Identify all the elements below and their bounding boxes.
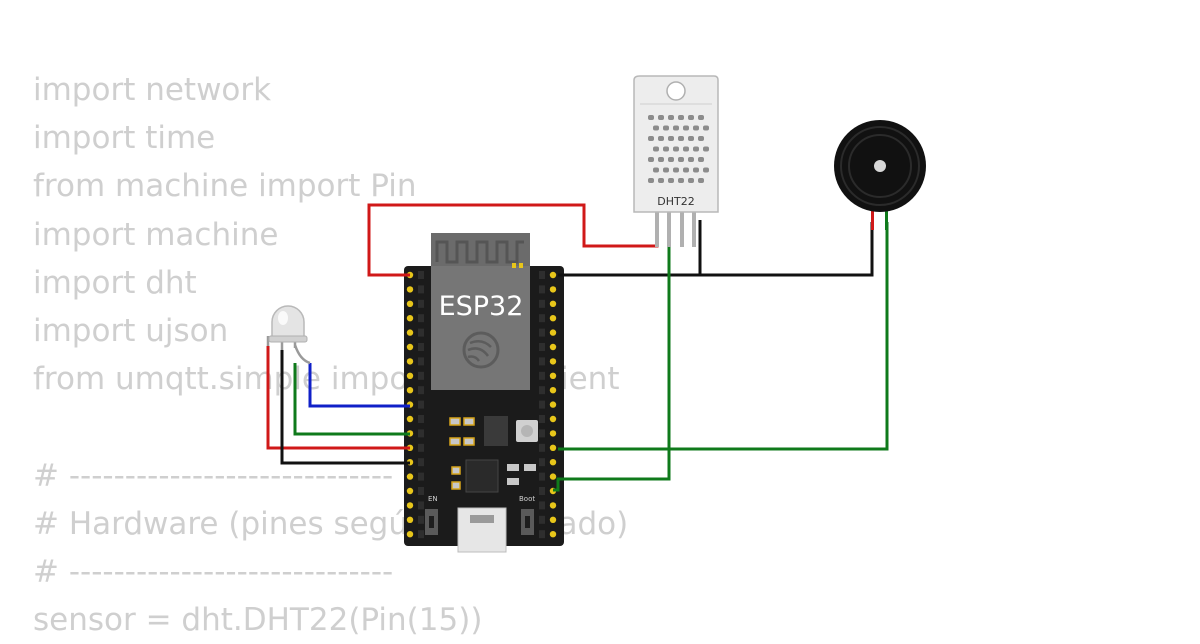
- code-line: import dht: [33, 264, 197, 301]
- chip-label: ESP32: [439, 291, 524, 322]
- pin-pad[interactable]: [406, 329, 414, 336]
- espressif-logo-icon: [462, 331, 500, 369]
- wire-gnd-buzzer: [558, 222, 874, 277]
- pin-header-left: [406, 271, 424, 539]
- antenna-trace: [435, 240, 524, 264]
- wire-led-gnd: [280, 350, 410, 465]
- sensor-case: [633, 75, 719, 213]
- pin-pad[interactable]: [549, 286, 557, 293]
- sensor-label: DHT22: [657, 195, 694, 208]
- boot-button-label: Boot: [519, 495, 535, 503]
- code-line: from machine import Pin: [33, 168, 417, 205]
- pin-pad[interactable]: [549, 343, 557, 351]
- pin-pad[interactable]: [406, 300, 414, 307]
- pin-pad[interactable]: [549, 415, 557, 423]
- pin-pad[interactable]: [406, 473, 414, 480]
- code-line: import network: [33, 72, 272, 108]
- pin-pad[interactable]: [406, 315, 414, 322]
- pin-pad[interactable]: [549, 387, 557, 394]
- pin-pad[interactable]: [406, 487, 414, 495]
- pin-pad[interactable]: [549, 401, 557, 408]
- pin-pad[interactable]: [549, 473, 557, 480]
- pin-pad[interactable]: [406, 415, 414, 423]
- wire-led-red: [266, 346, 410, 450]
- usb-port: [457, 507, 507, 553]
- pin-pad[interactable]: [406, 343, 414, 351]
- led-dome: [271, 305, 305, 339]
- pin-pad[interactable]: [549, 329, 557, 336]
- pin-pad[interactable]: [406, 358, 414, 365]
- mount-hole: [666, 81, 686, 101]
- pin-pad[interactable]: [549, 372, 557, 379]
- pin-pad[interactable]: [549, 300, 557, 307]
- module-shield: [431, 266, 530, 390]
- pin-pad[interactable]: [549, 516, 557, 523]
- wire-led-green: [293, 363, 410, 436]
- pin-pad[interactable]: [549, 531, 557, 538]
- code-line: import machine: [33, 216, 279, 253]
- pin-pad[interactable]: [406, 372, 414, 379]
- circuit-diagram: ESP32 EN Boot: [266, 75, 926, 553]
- pin-pad[interactable]: [549, 315, 557, 322]
- wires: [266, 203, 889, 492]
- regulator: [484, 416, 508, 446]
- esp32-board[interactable]: ESP32 EN Boot: [404, 233, 564, 553]
- pin-pad[interactable]: [549, 459, 557, 466]
- pin-pad[interactable]: [549, 271, 557, 279]
- pin-pad[interactable]: [406, 387, 414, 394]
- usb-uart-chip: [465, 459, 499, 493]
- wire-led-blue: [308, 363, 410, 408]
- wire-buzzer-signal: [558, 222, 889, 451]
- pin-pad[interactable]: [549, 430, 557, 437]
- code-line: import ujson: [33, 312, 229, 349]
- buzzer-hole: [874, 160, 886, 172]
- wire-dht-data: [553, 220, 671, 492]
- dht22-sensor[interactable]: DHT22: [633, 75, 719, 247]
- en-button-label: EN: [428, 495, 438, 503]
- code-line: import time: [33, 120, 216, 157]
- pin-pad[interactable]: [406, 531, 414, 538]
- pin-pad[interactable]: [406, 286, 414, 293]
- pin-pad[interactable]: [549, 502, 557, 509]
- pin-pad[interactable]: [549, 444, 557, 451]
- sensor-grille: [648, 115, 709, 183]
- pin-header-right: [539, 271, 557, 539]
- rgb-led[interactable]: [266, 305, 311, 365]
- piezo-buzzer[interactable]: [834, 120, 926, 230]
- code-line: # -----------------------------: [33, 553, 394, 590]
- pin-pad[interactable]: [406, 502, 414, 509]
- pin-pad[interactable]: [406, 516, 414, 523]
- pin-pad[interactable]: [549, 358, 557, 365]
